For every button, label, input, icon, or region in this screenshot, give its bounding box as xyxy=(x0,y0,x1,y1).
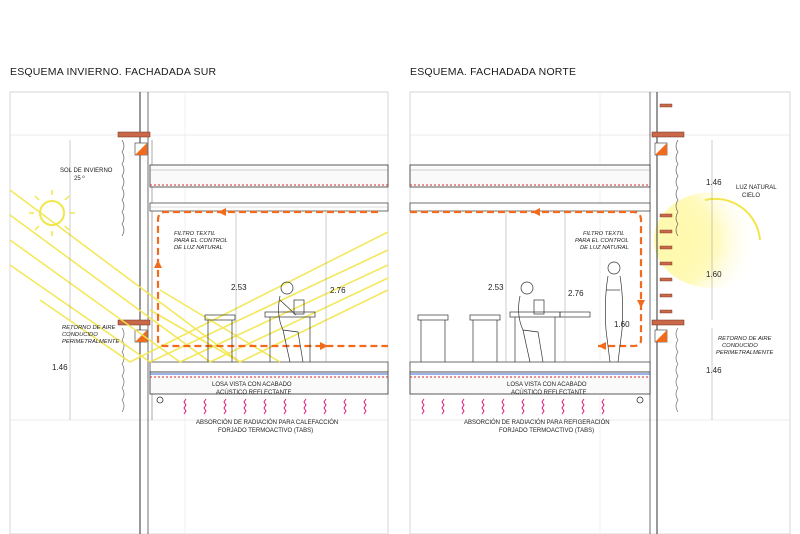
filter-label-left-2: PARA EL CONTROL xyxy=(174,238,228,244)
desk-person-left xyxy=(204,281,316,363)
radiation-arrows-left xyxy=(183,398,367,415)
airflow-loop-left xyxy=(156,210,388,348)
filter-label-right-1: FILTRO TEXTIL xyxy=(583,231,624,237)
dim-top-right: 1.46 xyxy=(706,178,722,187)
filter-label-right-2: PARA EL CONTROL xyxy=(575,238,629,244)
sky-label-2: CIELO xyxy=(742,193,760,199)
absorb-label-left-1: ABSORCIÓN DE RADIACIÓN PARA CALEFACCIÓN xyxy=(196,419,338,426)
dim-lower-right: 1.46 xyxy=(706,366,722,375)
absorb-label-right-1: ABSORCIÓN DE RADIACIÓN PARA REFIGERACIÓN xyxy=(464,419,610,426)
sun-icon xyxy=(29,190,75,236)
slab-label-right-2: ACÚSTICO REFLECTANTE xyxy=(511,389,587,396)
upper-slab-right xyxy=(409,164,651,212)
dim-person-right: 1.60 xyxy=(614,320,630,329)
sun-rays xyxy=(9,189,389,363)
dim-room-b-left: 2.76 xyxy=(330,286,346,295)
slab-label-left-2: ACÚSTICO REFLECTANTE xyxy=(216,389,292,396)
left-panel: 2.53 2.76 1.46 SOL DE INVIERNO 25 º FILT… xyxy=(9,91,389,534)
lower-slab-right xyxy=(409,361,651,404)
return-label-right-2: CONDUCIDO xyxy=(722,343,758,349)
left-panel-title: ESQUEMA INVIERNO. FACHADADA SUR xyxy=(10,66,217,78)
filter-label-left-3: DE LUZ NATURAL xyxy=(174,245,223,251)
slab-label-right-1: LOSA VISTA CON ACABADO xyxy=(507,382,587,388)
absorb-label-right-2: FORJADO TERMOACTIVO (TABS) xyxy=(499,428,594,434)
return-label-left-3: PERIMETRALMENTE xyxy=(62,339,119,345)
right-panel: LUZ NATURAL CIELO xyxy=(409,91,791,534)
upper-slab-left xyxy=(149,164,389,212)
filter-label-left-1: FILTRO TEXTIL xyxy=(174,231,215,237)
sun-label-2: 25 º xyxy=(74,175,85,182)
lower-slab-left xyxy=(149,361,389,404)
absorb-label-left-2: FORJADO TERMOACTIVO (TABS) xyxy=(218,428,313,434)
return-label-right-3: PERIMETRALMENTE xyxy=(716,350,773,356)
dim-room-left: 2.53 xyxy=(231,283,247,292)
return-label-right-1: RETORNO DE AIRE xyxy=(718,336,772,342)
slab-label-left-1: LOSA VISTA CON ACABADO xyxy=(212,382,292,388)
dim-room-b-right: 2.76 xyxy=(568,289,584,298)
dimension-lines-left xyxy=(69,140,327,420)
airflow-loop-right xyxy=(410,210,643,348)
return-label-left-2: CONDUCIDO xyxy=(62,332,98,338)
south-facade xyxy=(117,92,153,534)
right-panel-title: ESQUEMA. FACHADADA NORTE xyxy=(410,66,577,78)
filter-label-right-3: DE LUZ NATURAL xyxy=(580,245,629,251)
sky-arc-icon xyxy=(704,197,761,241)
sun-label-1: SOL DE INVIERNO xyxy=(60,168,113,174)
dim-room-right: 2.53 xyxy=(488,283,504,292)
dimension-lines-right xyxy=(505,140,713,420)
return-label-left-1: RETORNO DE AIRE xyxy=(62,325,116,331)
sky-label-1: LUZ NATURAL xyxy=(736,185,777,191)
radiation-arrows-right xyxy=(421,398,605,415)
desk-persons-right xyxy=(417,261,624,363)
north-facade xyxy=(649,92,685,534)
dim-mid-right: 1.60 xyxy=(706,270,722,279)
dim-lower-left: 1.46 xyxy=(52,363,68,372)
